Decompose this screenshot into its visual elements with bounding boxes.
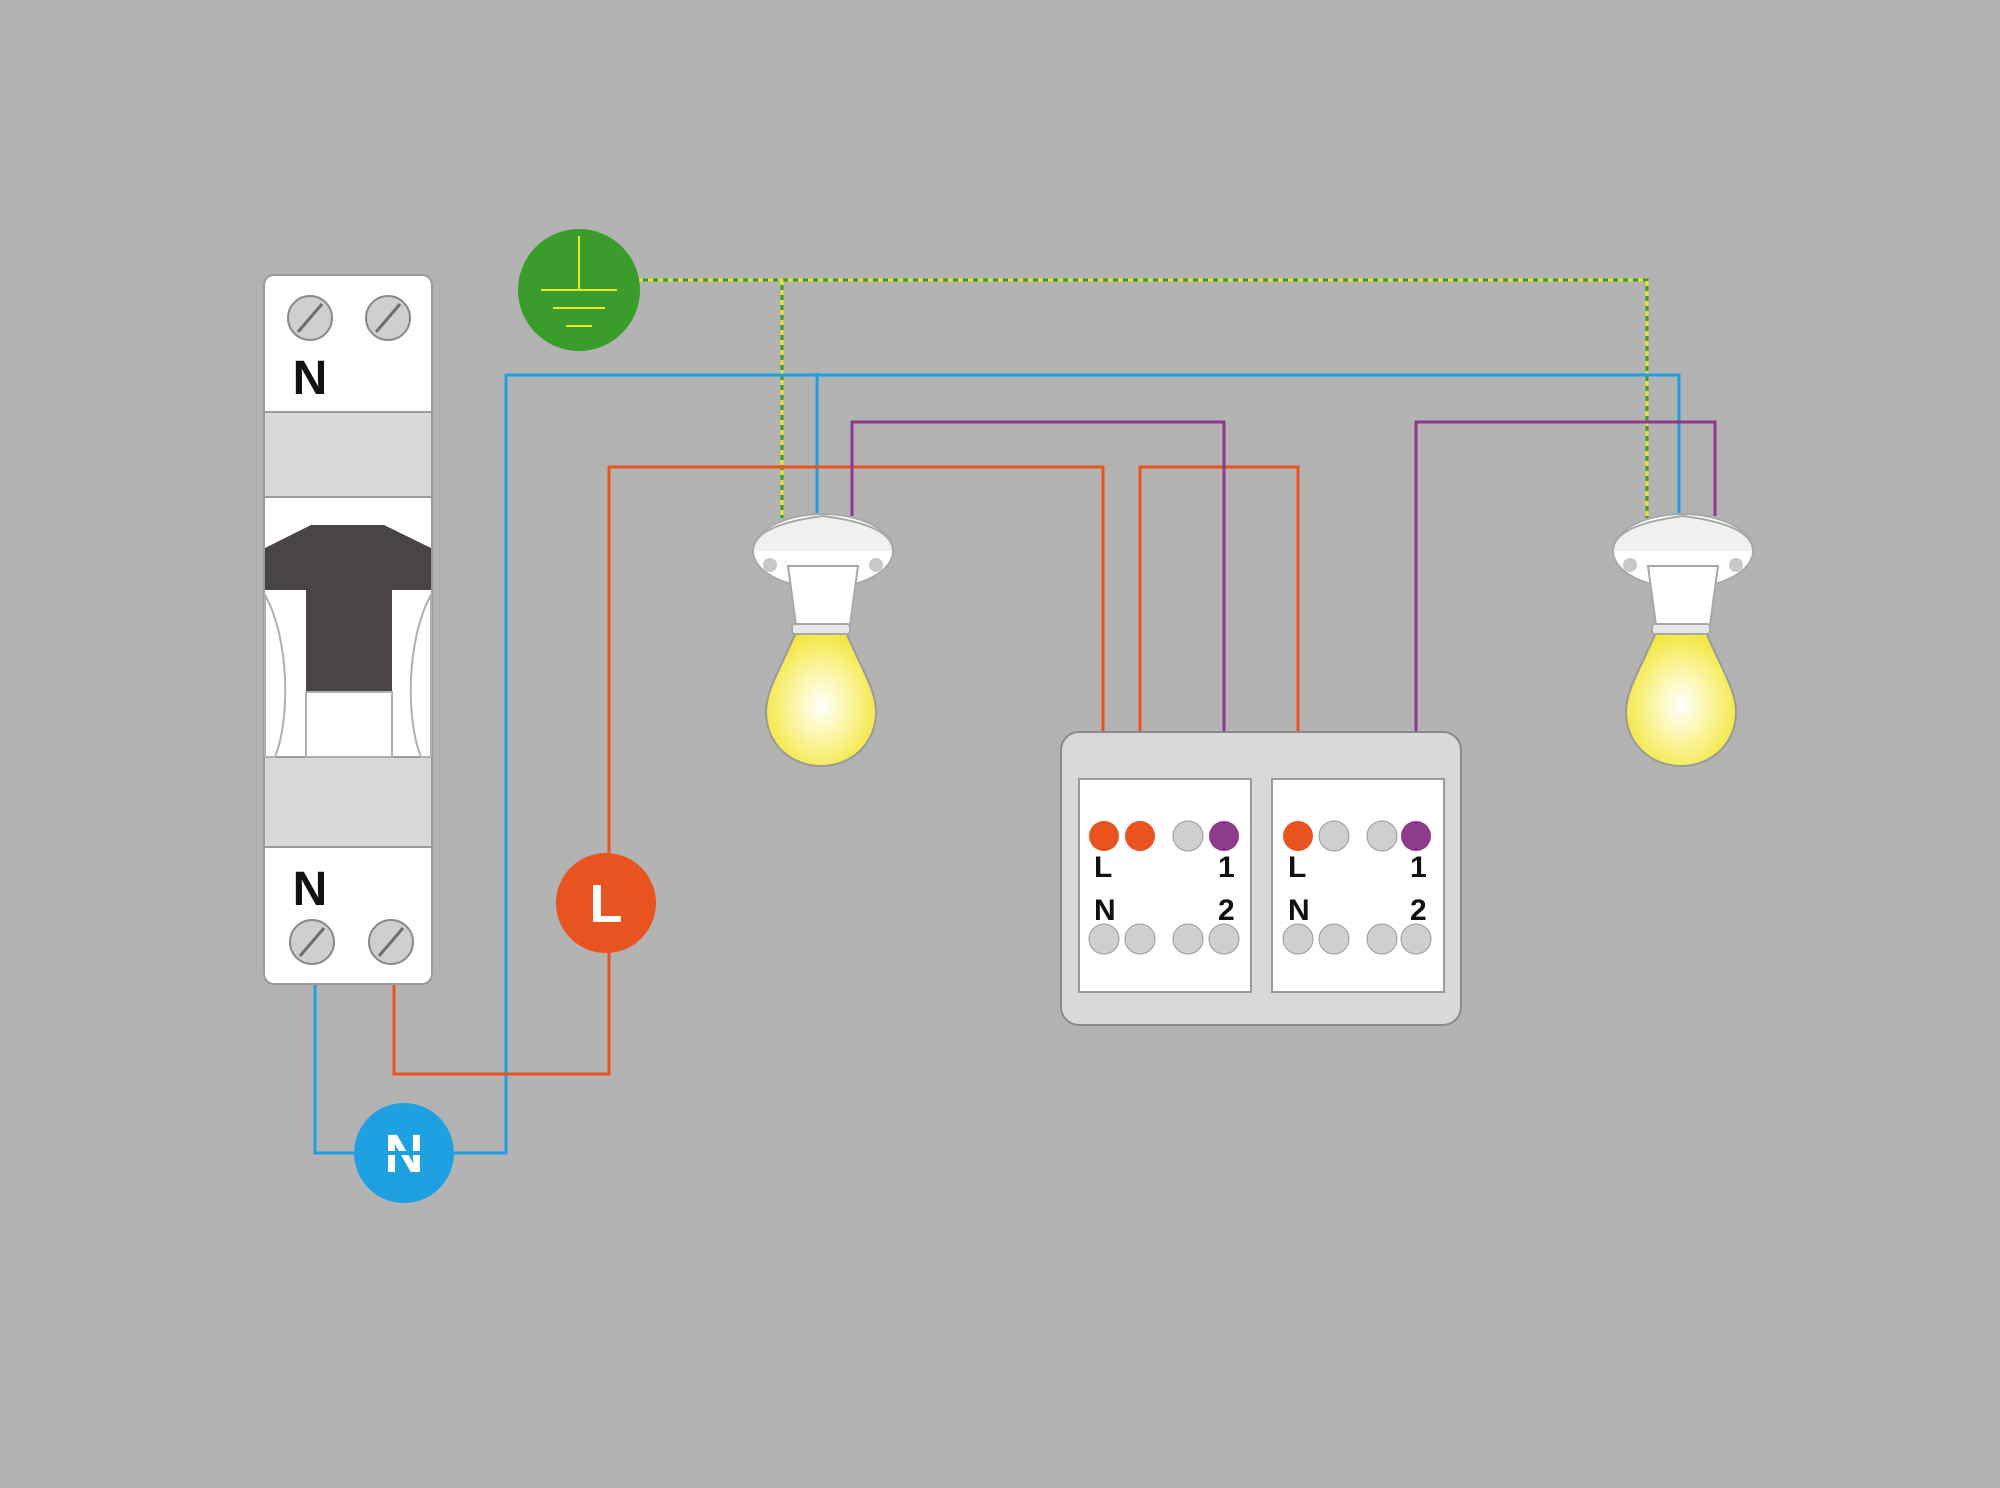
double-switch: L 1 N 2 L 1 N 2 bbox=[1060, 731, 1462, 1026]
terminal-1 bbox=[1401, 821, 1431, 851]
earth-ground-icon bbox=[518, 229, 640, 351]
light-bulb-right bbox=[1612, 513, 1754, 768]
terminal bbox=[1318, 923, 1350, 955]
terminal bbox=[1124, 923, 1156, 955]
light-bulb-left bbox=[752, 513, 894, 768]
terminal-label-2: 2 bbox=[1218, 894, 1235, 927]
terminal-label-l: L bbox=[1288, 851, 1306, 884]
terminal bbox=[1366, 923, 1398, 955]
terminal-label-n: N bbox=[1288, 894, 1310, 927]
live-label: L bbox=[590, 874, 623, 934]
terminal-label-1: 1 bbox=[1218, 851, 1235, 884]
breaker-top-label: N bbox=[293, 352, 328, 405]
neutral-badge: N bbox=[354, 1103, 454, 1203]
terminal-1 bbox=[1209, 821, 1239, 851]
terminal-label-2: 2 bbox=[1410, 894, 1427, 927]
terminal bbox=[1172, 923, 1204, 955]
terminal-label-n: N bbox=[1094, 894, 1116, 927]
terminal bbox=[1282, 923, 1314, 955]
terminal bbox=[1318, 820, 1350, 852]
terminal bbox=[1366, 820, 1398, 852]
terminal-label-l: L bbox=[1094, 851, 1112, 884]
terminal bbox=[1172, 820, 1204, 852]
terminal-l bbox=[1125, 821, 1155, 851]
terminal bbox=[1400, 923, 1432, 955]
switch-module-left: L 1 N 2 bbox=[1078, 778, 1252, 993]
terminal-label-1: 1 bbox=[1410, 851, 1427, 884]
live-badge: L bbox=[556, 853, 656, 953]
earth-wire bbox=[638, 278, 1649, 518]
circuit-breaker: N N bbox=[263, 274, 433, 985]
switched-wire bbox=[850, 420, 1717, 835]
terminal-l bbox=[1283, 821, 1313, 851]
terminal bbox=[1208, 923, 1240, 955]
screw-terminal bbox=[289, 919, 335, 965]
screw-terminal bbox=[287, 295, 333, 341]
terminal-l bbox=[1089, 821, 1119, 851]
live-wire bbox=[392, 465, 1300, 1076]
switch-module-right: L 1 N 2 bbox=[1271, 778, 1445, 993]
wires bbox=[313, 278, 1717, 1155]
terminal bbox=[1088, 923, 1120, 955]
breaker-bottom-label: N bbox=[293, 863, 328, 916]
screw-terminal bbox=[368, 919, 414, 965]
screw-terminal bbox=[365, 295, 411, 341]
breaker-toggle bbox=[264, 525, 432, 758]
